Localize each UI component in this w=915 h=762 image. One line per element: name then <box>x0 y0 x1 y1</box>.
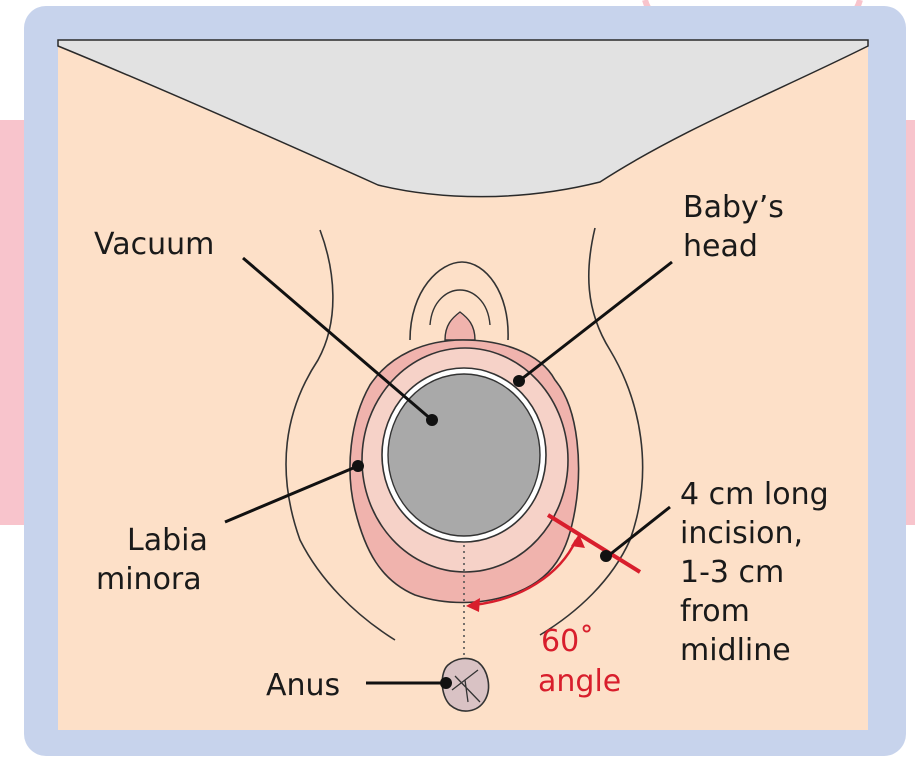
vacuum-dot <box>426 414 438 426</box>
label-incision-line5: midline <box>680 633 791 668</box>
label-incision-line1: 4 cm long <box>680 477 829 512</box>
label-incision-line2: incision, <box>680 516 803 551</box>
label-vacuum: Vacuum <box>94 227 214 262</box>
label-labia-line2: minora <box>96 562 202 597</box>
label-incision-line3: 1-3 cm <box>680 555 784 590</box>
label-angle-line2: angle <box>538 664 621 699</box>
label-babys-head-line2: head <box>683 229 758 264</box>
labia-dot <box>352 460 364 472</box>
label-babys-head-line1: Baby’s <box>683 190 784 225</box>
babys-head-dot <box>513 375 525 387</box>
label-anus: Anus <box>266 668 340 703</box>
anus-dot <box>440 677 452 689</box>
label-incision-line4: from <box>680 594 750 629</box>
vacuum-cup <box>388 374 540 536</box>
label-labia-line1: Labia <box>127 523 208 558</box>
incision-dot <box>600 550 612 562</box>
label-angle-line1: 60˚ <box>541 624 594 659</box>
